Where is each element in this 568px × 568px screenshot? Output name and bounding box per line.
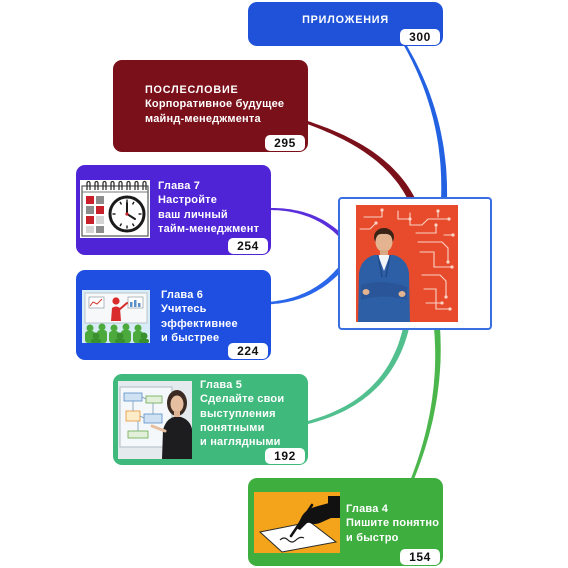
writing-hand-icon [254, 492, 340, 553]
connector-chapter7 [270, 208, 343, 238]
branch-heading: Глава 4 [346, 503, 389, 515]
branch-line: Учитесь [161, 303, 207, 316]
branch-heading: ПОСЛЕСЛОВИЕ [145, 84, 239, 96]
branch-line: и быстро [346, 531, 399, 544]
connector-chapter6 [269, 266, 343, 305]
connector-chapter4 [410, 327, 441, 481]
branch-heading: Глава 6 [161, 289, 204, 301]
page-number-badge: 224 [228, 343, 268, 359]
branch-line: тайм-менеджмент [158, 222, 260, 235]
branch-text: Глава 6 Учитесь эффективнее и быстрее [161, 288, 238, 345]
page-number-badge: 154 [400, 549, 440, 565]
branch-line: понятными [200, 421, 265, 434]
page-number-badge: 300 [400, 29, 440, 45]
branch-appendix: ПРИЛОЖЕНИЯ 300 [248, 2, 443, 46]
branch-text: ПОСЛЕСЛОВИЕ Корпоративное будущее майнд-… [145, 83, 284, 126]
calendar-clock-icon [80, 180, 150, 238]
connector-chapter5 [305, 327, 409, 425]
branch-line: Корпоративное будущее [145, 98, 285, 111]
branch-chapter4: Глава 4 Пишите понятно и быстро 154 [248, 478, 443, 566]
branch-heading: Глава 7 [158, 180, 201, 192]
branch-afterword: ПОСЛЕСЛОВИЕ Корпоративное будущее майнд-… [113, 60, 308, 152]
author-photo [356, 205, 458, 322]
branch-line: и быстрее [161, 331, 220, 344]
branch-text: Глава 5 Сделайте свои выступления понятн… [200, 378, 284, 449]
connector-afterword [305, 120, 416, 202]
connector-appendix [403, 44, 448, 201]
author-photo-frame [338, 197, 492, 330]
branch-chapter6: Глава 6 Учитесь эффективнее и быстрее 22… [76, 270, 271, 360]
branch-line: эффективнее [161, 317, 238, 330]
branch-chapter7: Глава 7 Настройте ваш личный тайм-менедж… [76, 165, 271, 255]
page-number-badge: 295 [265, 135, 305, 151]
branch-line: Пишите понятно [346, 517, 440, 530]
branch-line: ваш личный [158, 208, 228, 221]
page-number-badge: 192 [265, 448, 305, 464]
branch-text: Глава 7 Настройте ваш личный тайм-менедж… [158, 179, 259, 236]
branch-heading: ПРИЛОЖЕНИЯ [302, 14, 389, 26]
branch-line: Сделайте свои [200, 393, 285, 406]
branch-text: Глава 4 Пишите понятно и быстро [346, 502, 439, 545]
branch-line: Настройте [158, 194, 218, 207]
presentation-icon [82, 290, 150, 343]
branch-heading: Глава 5 [200, 379, 243, 391]
branch-chapter5: Глава 5 Сделайте свои выступления понятн… [113, 374, 308, 465]
page-number-badge: 254 [228, 238, 268, 254]
branch-line: и наглядными [200, 436, 281, 449]
branch-line: майнд-менеджмента [145, 112, 261, 125]
presenter-photo [118, 381, 192, 459]
branch-line: выступления [200, 407, 276, 420]
